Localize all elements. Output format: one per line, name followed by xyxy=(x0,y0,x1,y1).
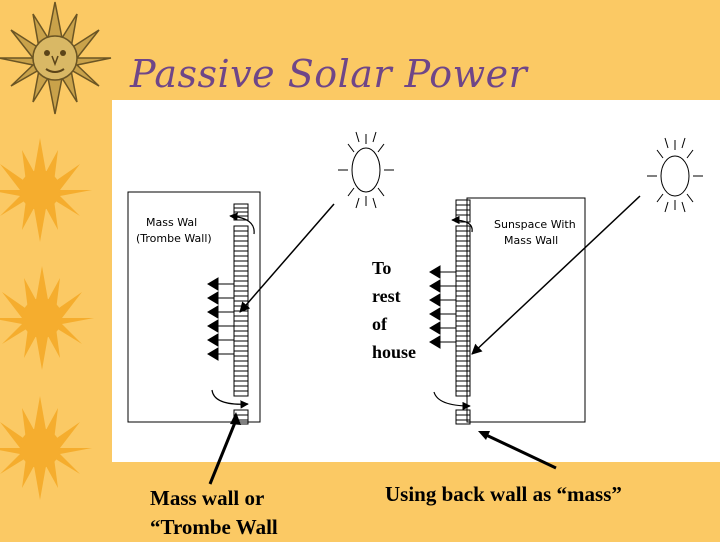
right-panel-frame xyxy=(466,197,586,423)
right-air-circulation-arrows xyxy=(433,215,473,411)
sun-icon xyxy=(647,137,703,213)
right-mass-wall xyxy=(455,199,471,425)
to-rest-of-house-label: To rest of house xyxy=(372,254,416,366)
left-air-circulation-arrows xyxy=(211,212,255,409)
annotation-line: “Trombe Wall xyxy=(150,515,278,539)
left-annotation-pointer xyxy=(208,419,238,485)
annotation-line: Mass wall or xyxy=(150,486,265,510)
diagram-drawing: Mass Wal (Trombe Wall) Sunspace With Mas… xyxy=(127,131,703,425)
left-heat-arrows xyxy=(207,277,234,361)
house-label-line: To xyxy=(372,258,392,278)
slide-title: Passive Solar Power xyxy=(130,52,528,96)
left-panel-caption: Mass Wal (Trombe Wall) xyxy=(136,216,212,245)
sun-face-icon xyxy=(0,1,112,115)
right-panel-caption: Sunspace With Mass Wall xyxy=(494,218,579,247)
back-wall-annotation: Using back wall as “mass” xyxy=(385,482,622,506)
right-solar-ray xyxy=(471,195,641,355)
sun-icon xyxy=(338,131,394,209)
left-panel-frame xyxy=(127,191,261,423)
house-label-line: rest xyxy=(372,286,401,306)
mass-wall-annotation: Mass wall or “Trombe Wall xyxy=(150,484,278,542)
house-label-line: of xyxy=(372,314,387,334)
right-annotation-pointer xyxy=(483,432,557,470)
house-label-line: house xyxy=(372,342,417,362)
passive-solar-diagram: Mass Wal (Trombe Wall) Sunspace With Mas… xyxy=(112,100,720,462)
right-heat-arrows xyxy=(429,265,456,349)
decorative-sun-strip xyxy=(0,1,112,500)
left-solar-ray xyxy=(239,203,335,313)
